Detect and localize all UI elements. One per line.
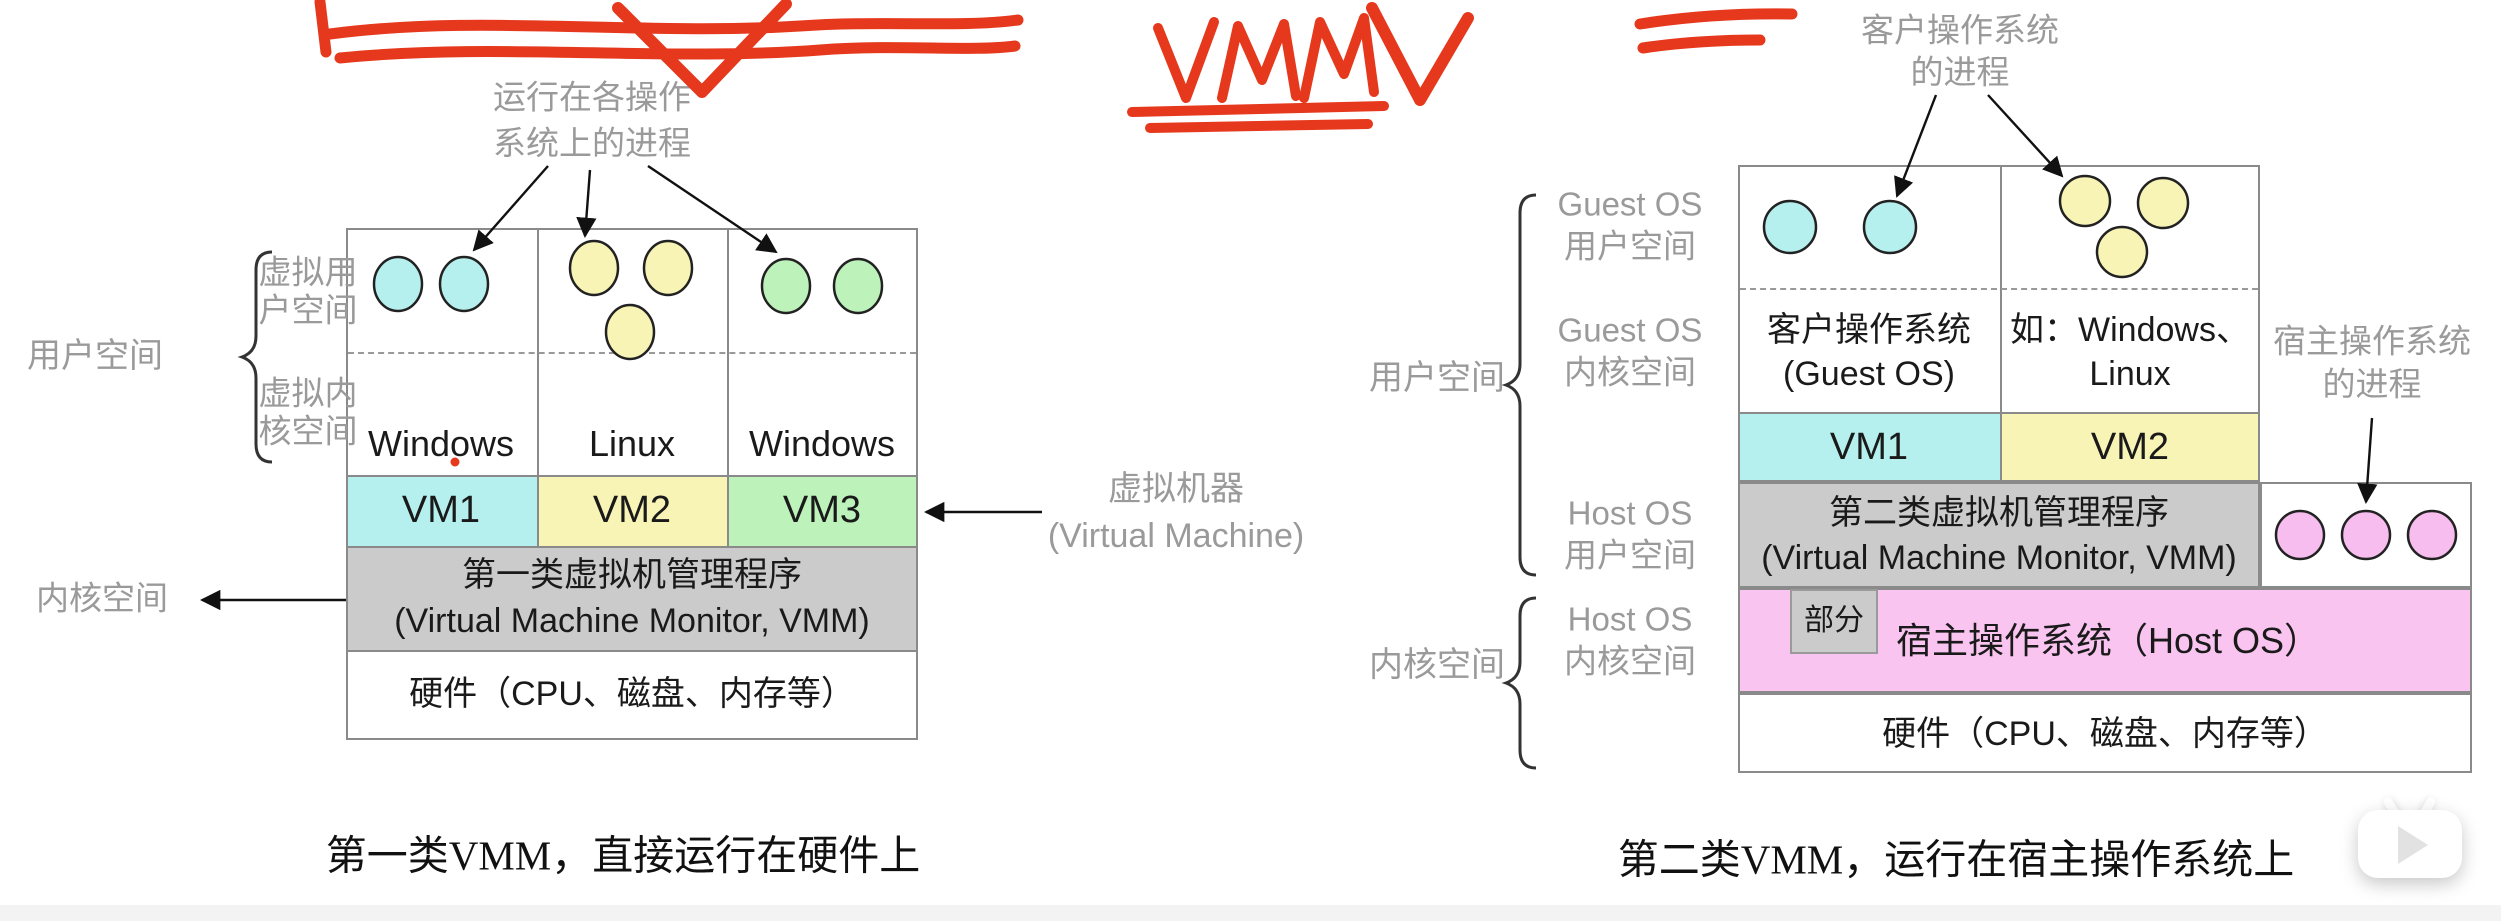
play-triangle-icon: [2398, 826, 2428, 864]
right-vmm-line2: (Virtual Machine Monitor, VMM): [1761, 539, 2237, 577]
left-os-windows-2: Windows: [748, 423, 896, 464]
video-bottom-strip: [0, 905, 2501, 921]
left-user-space-label: 用户空间: [27, 337, 163, 375]
row-label-host-kernel-line2: 内核空间: [1564, 642, 1696, 680]
vmm-partial-box: [1790, 589, 1878, 654]
left-vm3-label: VM3: [782, 489, 862, 531]
left-header-bottom-border: [348, 475, 916, 477]
left-virtual-kernel-line1: 虚拟内: [258, 374, 358, 412]
left-virtual-user-line2: 户空间: [258, 291, 358, 329]
right-caption: 第二类VMM，运行在宿主操作系统上: [1617, 836, 2295, 883]
red-underline-2: [1145, 119, 1373, 133]
left-os-windows-1: Windows: [367, 423, 515, 464]
left-vm2-label: VM2: [592, 489, 672, 531]
left-process-annotation-line2: 系统上的进程: [493, 124, 691, 162]
right-vm1-label: VM1: [1829, 426, 1909, 468]
left-kernel-space-label: 内核空间: [36, 579, 168, 617]
right-vmm-line1: 第二类虚拟机管理程序: [1829, 494, 2169, 532]
left-vm3-cell: [727, 477, 916, 546]
left-vm1-cell: [348, 477, 537, 546]
right-userspace-divider: [1740, 288, 2258, 290]
left-virtual-machine-callout-line1: 虚拟机器: [1108, 470, 1244, 508]
left-vmm-line2: (Virtual Machine Monitor, VMM): [394, 602, 870, 640]
os-example-cell-line1: 如：Windows、: [2010, 311, 2250, 349]
right-col-divider: [2000, 167, 2002, 480]
left-virtual-user-line1: 虚拟用: [258, 253, 358, 291]
left-table: [346, 228, 918, 740]
left-hardware-label: 硬件（CPU、磁盘、内存等）: [409, 675, 855, 713]
row-label-host-user-line2: 用户空间: [1564, 536, 1696, 574]
host-process-box: [2260, 482, 2472, 588]
left-virtual-kernel-line2: 核空间: [258, 412, 358, 450]
row-label-host-user-line1: Host OS: [1567, 494, 1693, 532]
right-vm2-cell: [2002, 414, 2258, 480]
right-user-space-brace: [1501, 193, 1537, 577]
right-vm1-cell: [1740, 414, 2000, 480]
host-os-label: 宿主操作系统（Host OS）: [1895, 620, 2321, 661]
right-hardware-label: 硬件（CPU、磁盘、内存等）: [1882, 715, 2328, 753]
left-os-linux: Linux: [588, 423, 676, 464]
guest-process-annotation-line1: 客户操作系统: [1861, 11, 2059, 49]
right-hardware-band: [1738, 693, 2472, 773]
right-kernel-space-label: 内核空间: [1369, 646, 1505, 684]
left-vmm-band: [348, 546, 916, 652]
guest-process-annotation-line2: 的进程: [1910, 53, 2010, 91]
right-user-space-label: 用户空间: [1369, 359, 1505, 397]
right-vm2-label: VM2: [2090, 426, 2170, 468]
row-label-guest-user-line1: Guest OS: [1557, 185, 1703, 223]
host-process-annotation-line2: 的进程: [2322, 365, 2422, 403]
handwritten-vmm: [1127, 13, 1389, 133]
left-caption: 第一类VMM，直接运行在硬件上: [325, 832, 921, 879]
row-label-guest-user-line2: 用户空间: [1564, 227, 1696, 265]
right-kernel-space-brace: [1501, 596, 1537, 770]
left-userspace-divider: [348, 352, 916, 354]
left-vmm-line1: 第一类虚拟机管理程序: [462, 556, 802, 594]
guest-os-cell-line1: 客户操作系统: [1767, 311, 1971, 349]
os-example-cell-line2: Linux: [2089, 355, 2171, 393]
red-underline-1: [1127, 101, 1389, 117]
right-vmm-band: [1738, 482, 2260, 588]
partial-label: 部分: [1804, 604, 1864, 637]
row-label-guest-kernel-line1: Guest OS: [1557, 311, 1703, 349]
left-process-annotation-line1: 运行在各操作: [493, 78, 691, 116]
left-virtual-machine-callout-line2: (Virtual Machine): [1047, 517, 1305, 555]
left-vm2-cell: [537, 477, 727, 546]
row-label-host-kernel-line1: Host OS: [1567, 600, 1693, 638]
left-vm1-label: VM1: [401, 489, 481, 531]
guest-os-cell-line2: (Guest OS): [1783, 355, 1955, 393]
red-checkmark-2: [1366, 2, 1474, 106]
row-label-guest-kernel-line2: 内核空间: [1564, 353, 1696, 391]
tv-play-icon[interactable]: [2358, 795, 2462, 878]
right-guest-bottom-border: [1740, 412, 2258, 414]
host-process-annotation-line1: 宿主操作系统: [2273, 322, 2471, 360]
